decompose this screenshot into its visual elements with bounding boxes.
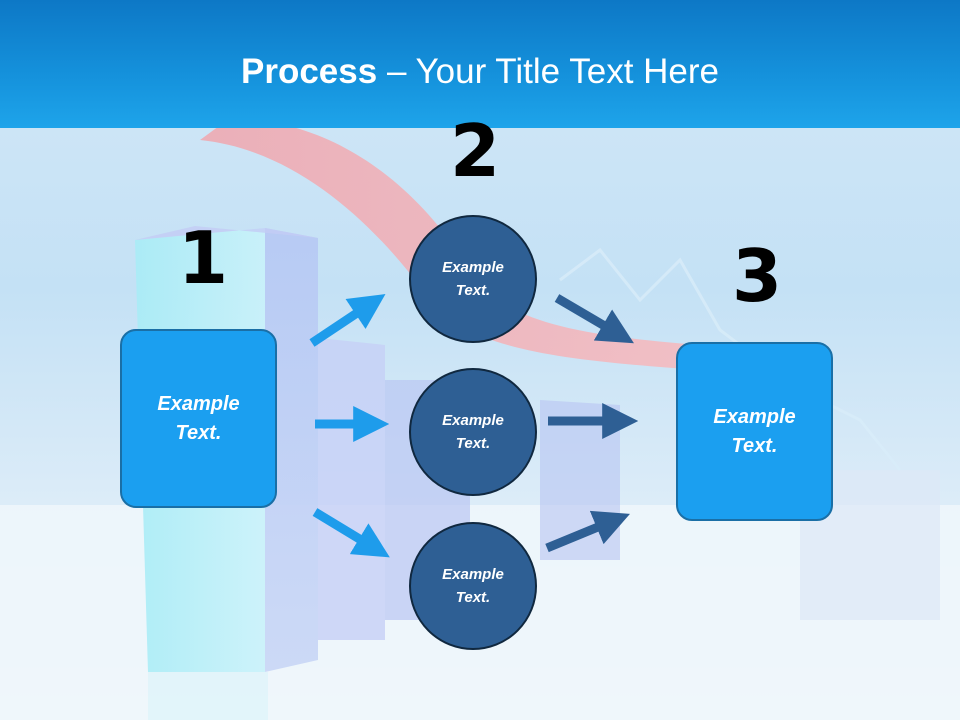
arrow-from-circle-top [554,294,634,344]
circle-bottom-text: Example Text. [442,566,504,606]
step-2-circle-bottom[interactable]: Example Text. [409,522,537,650]
title-bar [0,0,960,128]
title-bold: Process [241,52,378,91]
arrow-to-circle-top [309,294,386,347]
step-2-circle-top[interactable]: Example Text. [409,215,537,343]
step-3-box-text: Example Text. [713,405,796,457]
slide-title: Process – Your Title Text Here [0,52,960,92]
step-1-box[interactable]: Example Text. [120,329,277,508]
circle-top-text: Example Text. [442,259,504,299]
arrow-from-circle-bottom [545,510,630,553]
step-number-3: 3 [732,234,783,318]
step-number-2: 2 [450,109,501,193]
step-1-box-text: Example Text. [157,392,240,444]
step-3-box[interactable]: Example Text. [676,342,833,521]
title-rest: – Your Title Text Here [377,52,719,91]
step-number-1: 1 [178,216,229,300]
arrow-to-circle-bottom [312,508,390,558]
step-2-circle-middle[interactable]: Example Text. [409,368,537,496]
circle-middle-text: Example Text. [442,412,504,452]
